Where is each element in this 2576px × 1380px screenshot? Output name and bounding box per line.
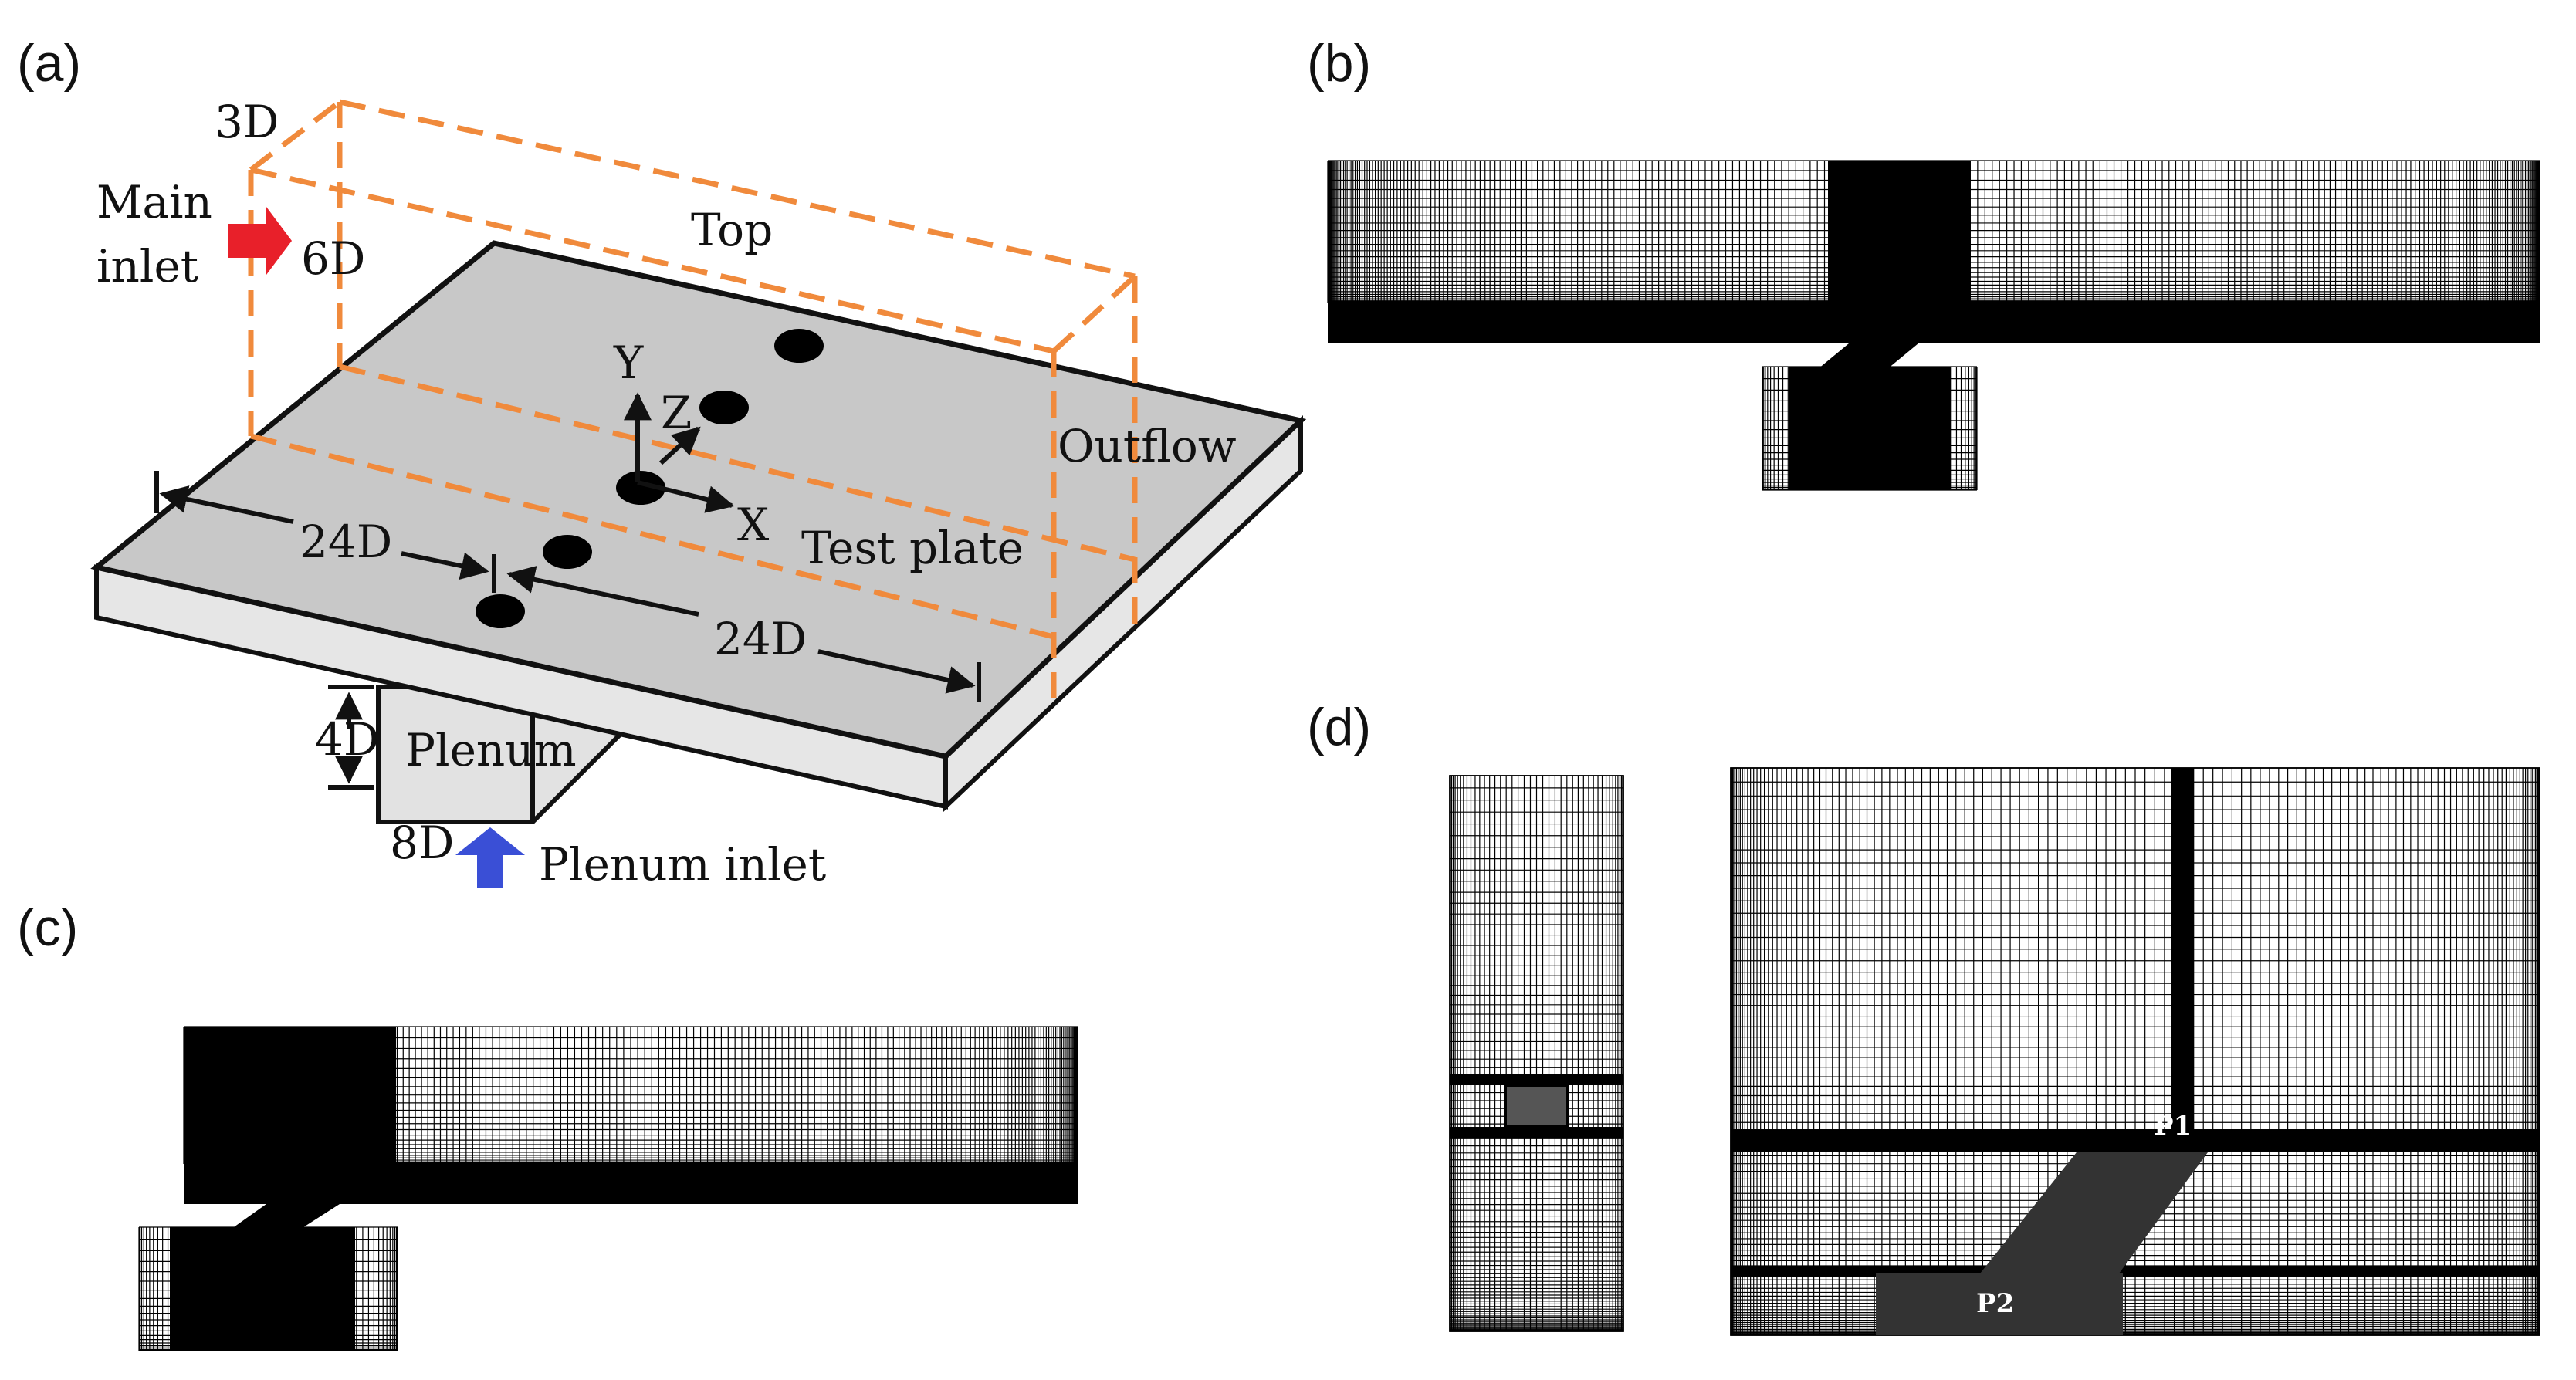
point-label-p1: P1 (2154, 1111, 2192, 1142)
plenum-inlet-label: Plenum inlet (539, 838, 826, 891)
hole (616, 471, 665, 505)
hole (774, 329, 824, 363)
panel-label-b: (b) (1307, 34, 1371, 93)
axis-y-label: Y (613, 337, 644, 389)
plenum-label: Plenum (405, 724, 577, 776)
mesh-closeup-small (1449, 775, 1624, 1332)
axis-x-label: X (737, 499, 770, 551)
mesh-side-view-c (138, 1026, 1078, 1351)
dim-24d-left: 24D (300, 516, 392, 568)
axis-z-label: Z (661, 387, 692, 439)
main-inlet-arrow (228, 207, 292, 275)
refined-hole-region (184, 1027, 396, 1200)
plenum-inlet-arrow (455, 827, 525, 888)
outflow-label: Outflow (1058, 420, 1236, 472)
main-inlet-label-line1: Main (96, 176, 212, 228)
hole-channel (232, 1204, 340, 1229)
hole (476, 594, 525, 628)
hole-channel (1818, 343, 1918, 369)
refined-hole-region (1828, 161, 1971, 343)
dimension-lines (154, 471, 981, 790)
dim-8d: 8D (390, 817, 454, 869)
domain-outline (248, 99, 1138, 706)
domain-sketch: 3D Main inlet 6D Top Y Z X Outflow 24D T… (90, 96, 1307, 891)
point-label-p2: P2 (1976, 1288, 2014, 1319)
mesh-side-view (1327, 160, 2540, 491)
hole-channel (1980, 1152, 2208, 1273)
dim-4d: 4D (315, 713, 379, 766)
panel-label-a: (a) (17, 34, 81, 93)
test-plate-label: Test plate (801, 522, 1024, 574)
dim-3d: 3D (215, 96, 279, 148)
hole (699, 391, 749, 424)
mesh-d1-lines (1449, 775, 1624, 1332)
dim-24d-right: 24D (714, 613, 807, 665)
panel-label-d: (d) (1307, 698, 1371, 756)
coordinate-axes (624, 392, 735, 513)
mesh-closeup-large: P1 P2 (1730, 767, 2540, 1336)
top-label: Top (691, 204, 773, 256)
main-inlet-label-line2: inlet (96, 240, 198, 293)
panel-label-c: (c) (17, 898, 78, 957)
hole (543, 535, 592, 569)
dim-6d: 6D (301, 232, 365, 285)
